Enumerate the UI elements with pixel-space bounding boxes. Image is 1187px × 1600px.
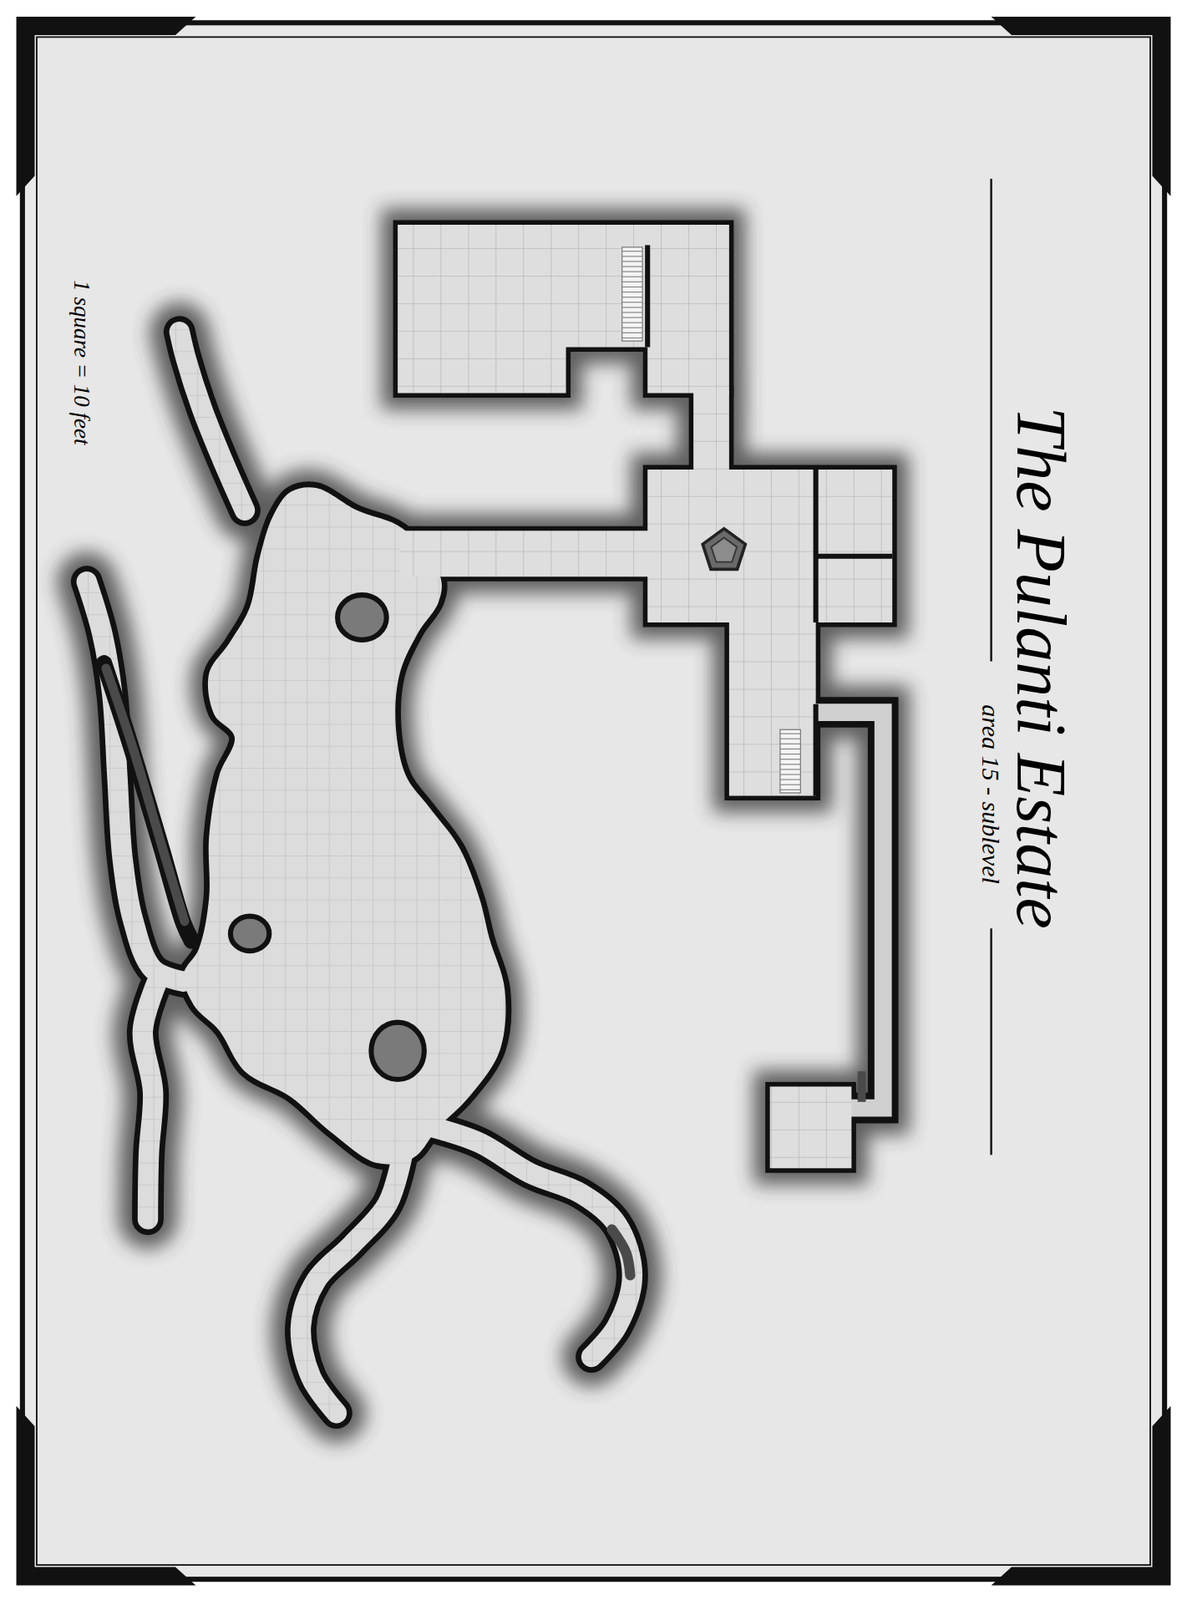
scale-note: 1 square = 10 feet <box>69 279 95 445</box>
frame-corner <box>991 1405 1172 1586</box>
stairs <box>622 247 643 341</box>
interior-wall <box>813 704 819 797</box>
water-channel <box>104 663 193 941</box>
map-frame <box>22 22 1165 1579</box>
map-frame-inner <box>36 36 1151 1565</box>
rock-pillar <box>337 594 387 640</box>
shadow-halo <box>86 224 893 1413</box>
title-rule <box>989 178 992 661</box>
floor <box>86 224 893 1413</box>
frame-corner <box>16 1405 197 1586</box>
rock-pillar <box>230 916 269 952</box>
interior-wall <box>816 553 893 559</box>
frame-corner <box>16 16 197 197</box>
frame-corner <box>991 16 1172 197</box>
water-channel <box>106 668 185 922</box>
interior-wall <box>813 469 819 623</box>
water-pool <box>611 1228 630 1275</box>
map-subtitle: area 15 - sublevel <box>977 698 1005 892</box>
title-rule <box>989 928 992 1155</box>
pentagon-altar-inner <box>710 537 737 563</box>
wall-outline <box>86 224 893 1413</box>
stairs <box>780 729 801 793</box>
rock-pillar <box>370 1022 424 1080</box>
interior-wall <box>644 244 650 347</box>
water-pool <box>857 1070 867 1102</box>
parchment <box>22 22 1165 1579</box>
pentagon-altar <box>702 528 746 570</box>
map-title: The Pulanti Estate <box>1001 406 1079 929</box>
